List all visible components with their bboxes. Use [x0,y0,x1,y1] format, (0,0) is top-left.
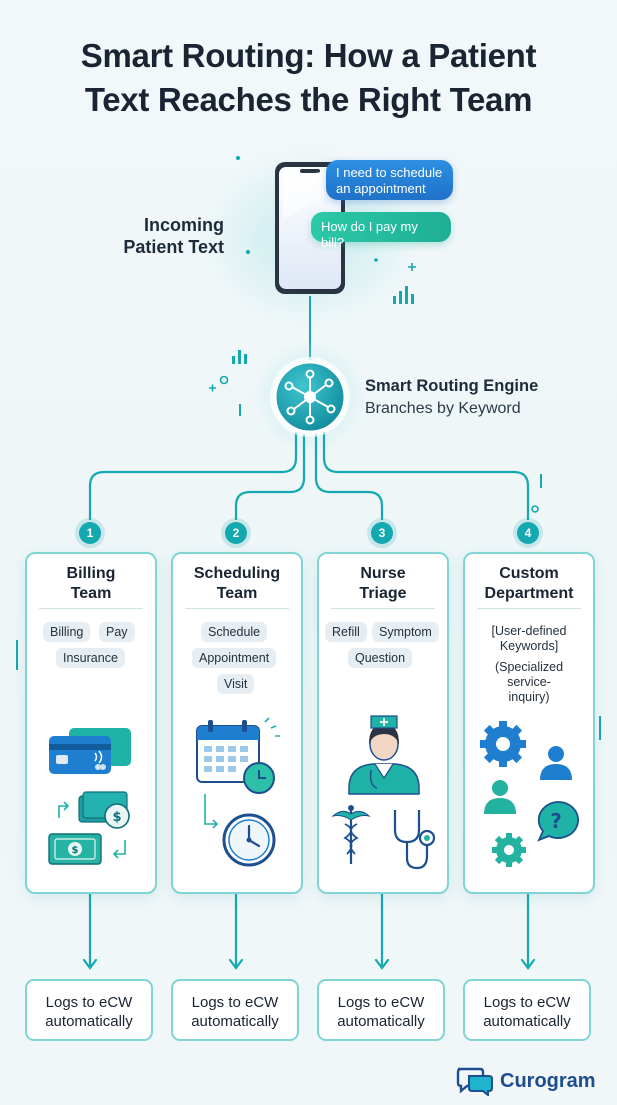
svg-text:$: $ [72,845,79,856]
phone-icon [275,162,345,294]
keyword-pill: Schedule [201,622,268,642]
keyword-placeholder: [User-defined Keywords] [491,624,567,653]
divider [331,608,435,609]
card-title: Custom Department [484,565,574,602]
step-number-4: 4 [517,522,539,544]
log-box-scheduling: Logs to eCW automatically [171,979,299,1041]
gear-icon [480,721,526,767]
chat-logo-icon [456,1067,493,1096]
keyword-pill: Pay [99,622,135,642]
card-title: Scheduling Team [193,565,281,602]
page-title: Smart Routing: How a Patient Text Reache… [80,37,537,118]
scheduling-illustration [196,717,280,867]
caduceus-icon [331,805,371,864]
team-card-billing: Billing Team Billing Pay Insurance $ [25,552,157,894]
incoming-label: Incoming Patient Text [123,215,224,257]
keyword-pill: Symptom [372,622,439,642]
custom-note: (Specialized service- inquiry) [494,660,564,704]
team-card-nurse-triage: Nurse Triage Refill Symptom Question [317,552,449,894]
credit-card-icon [49,728,131,774]
team-card-scheduling: Scheduling Team Schedule Appointment Vis… [171,552,303,894]
billing-illustration: $ $ [48,728,131,865]
divider [39,608,143,609]
brand-name: Curogram [500,1070,596,1092]
keyword-pill: Appointment [192,648,277,668]
card-title: Nurse Triage [359,565,407,602]
team-card-custom-department: Custom Department [User-defined Keywords… [463,552,595,894]
card-title: Billing Team [66,565,116,602]
step-number-2: 2 [225,522,247,544]
message-bubble-bill: How do I pay my bill? [311,212,451,250]
keyword-pill: Refill [325,622,367,642]
engine-subtitle: Branches by Keyword [365,400,521,417]
keyword-pill: Question [348,648,413,668]
divider [185,608,289,609]
engine-title: Smart Routing Engine [365,377,539,395]
user-icon [484,746,572,814]
log-box-nurse-triage: Logs to eCW automatically [317,979,445,1041]
divider [477,608,581,609]
keyword-pill: Visit [217,674,255,694]
gear-icon [492,833,526,867]
calendar-icon [196,720,260,783]
message-bubble-schedule: I need to schedule an appointment [326,160,453,200]
clock-icon [222,762,276,867]
cash-icon: $ $ [48,791,130,865]
routing-network-icon [270,357,350,437]
step-number-1: 1 [79,522,101,544]
svg-text:$: $ [112,810,121,825]
keyword-pill: Insurance [56,648,125,668]
nurse-illustration [331,715,436,870]
stethoscope-icon [393,810,436,870]
custom-illustration: ? [480,721,579,867]
keyword-pill: Billing [43,622,91,642]
log-box-custom: Logs to eCW automatically [463,979,591,1041]
log-box-billing: Logs to eCW automatically [25,979,153,1041]
question-bubble-icon: ? [537,801,579,842]
step-number-3: 3 [371,522,393,544]
svg-text:?: ? [550,809,562,833]
nurse-icon [348,715,420,795]
